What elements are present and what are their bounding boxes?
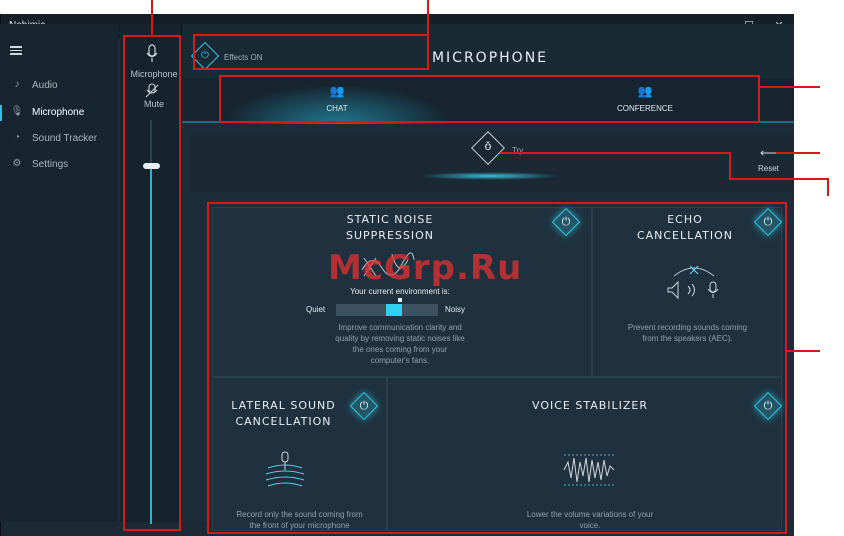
voice-stabilizer-panel <box>387 377 782 531</box>
microphone-device-label: Microphone <box>130 69 178 79</box>
title-line: CANCELLATION <box>235 415 332 428</box>
echo-cancellation-description: Prevent recording sounds coming from the… <box>600 322 775 344</box>
description-line: quality by removing static noises like <box>335 334 465 343</box>
annotation-line-try-end <box>827 178 829 196</box>
hamburger-icon[interactable] <box>10 46 22 55</box>
lateral-sound-title: LATERAL SOUND CANCELLATION <box>226 398 341 430</box>
volume-slider-handle[interactable] <box>143 163 160 169</box>
title-line: SUPPRESSION <box>346 229 434 242</box>
nav-item-settings[interactable]: ⚙ Settings <box>0 153 118 177</box>
try-zone <box>190 134 794 192</box>
nav-item-sound-tracker[interactable]: ◔ Sound Tracker <box>0 127 118 151</box>
power-icon: ⏻ <box>763 216 773 228</box>
tab-label: CHAT <box>326 104 348 113</box>
annotation-line-reset <box>776 152 820 154</box>
description-line: computer's fans. <box>370 356 430 365</box>
microphone-device-icon <box>146 44 158 62</box>
annotation-line-tabs <box>760 86 820 88</box>
description-line: voice. <box>579 521 601 530</box>
lateral-sound-panel <box>212 377 387 531</box>
power-icon: ⏻ <box>763 400 773 412</box>
environment-meter-marker <box>398 298 402 302</box>
description-line: Lower the volume variations of your <box>526 510 654 519</box>
reset-button[interactable]: Reset <box>758 164 779 173</box>
try-glow <box>420 172 560 180</box>
description-line: Improve communication clarity and <box>338 323 462 332</box>
tab-conference[interactable]: 👥 CONFERENCE <box>530 80 760 122</box>
static-noise-description: Improve communication clarity and qualit… <box>290 322 510 366</box>
page-title: MICROPHONE <box>431 50 549 66</box>
environment-prompt: Your current environment is: <box>350 287 450 296</box>
description-line: from the speakers (AEC). <box>642 334 733 343</box>
radar-icon: ◔ <box>13 132 21 143</box>
volume-slider-fill <box>150 168 152 524</box>
nav-item-label: Microphone <box>32 107 85 118</box>
ear-icon: ǒ <box>484 139 492 153</box>
mute-icon[interactable] <box>145 83 159 99</box>
annotation-box-volume <box>123 35 181 531</box>
description-line: Record only the sound coming from <box>236 510 363 519</box>
title-line: ECHO <box>667 213 703 226</box>
annotation-box-tabs <box>219 75 760 123</box>
title-line: STATIC NOISE <box>346 213 434 226</box>
annotation-line-try-down <box>729 152 731 180</box>
description-line: the ones coming from your <box>352 345 448 354</box>
conference-people-icon: 👥 <box>637 84 653 98</box>
tab-label: CONFERENCE <box>616 104 673 113</box>
microphone-icon: 🎙 <box>10 106 24 117</box>
mute-label: Mute <box>143 99 164 109</box>
environment-noisy-label: Noisy <box>445 305 466 314</box>
environment-meter-fill <box>386 304 402 316</box>
noise-wave-icon <box>361 252 415 277</box>
lateral-mic-waves-icon <box>265 451 305 487</box>
chat-people-icon: 👥 <box>329 84 345 98</box>
static-noise-panel <box>212 207 592 377</box>
power-icon: ⏻ <box>201 50 209 61</box>
tab-chat[interactable]: 👥 CHAT <box>222 80 452 122</box>
nav-item-label: Settings <box>32 159 69 170</box>
power-icon: ⏻ <box>359 400 369 412</box>
gear-icon: ⚙ <box>12 158 22 169</box>
annotation-box-effects <box>193 34 429 70</box>
echo-cancellation-title: ECHO CANCELLATION <box>610 212 760 244</box>
title-line: LATERAL SOUND <box>231 399 336 412</box>
voice-waveform-icon <box>563 454 615 486</box>
power-icon: ⏻ <box>561 216 571 228</box>
lateral-sound-description: Record only the sound coming from the fr… <box>212 509 387 531</box>
nav-item-audio[interactable]: ♪ Audio <box>0 74 118 98</box>
voice-stabilizer-description: Lower the volume variations of your voic… <box>480 509 700 531</box>
description-line: the front of your microphone <box>249 521 350 530</box>
annotation-line-volume <box>151 0 153 36</box>
nav-item-label: Audio <box>32 80 58 91</box>
watermark-text: McGrp.Ru <box>328 248 523 288</box>
static-noise-title: STATIC NOISE SUPPRESSION <box>300 212 480 244</box>
nav-item-microphone[interactable]: 🎙 Microphone <box>0 101 118 125</box>
speaker-icon: ♪ <box>14 79 20 90</box>
annotation-line-effects-grid <box>786 350 820 352</box>
annotation-line-try <box>500 152 730 154</box>
annotation-line-try-right <box>729 178 829 180</box>
reset-arrow-icon[interactable]: ⟵ <box>760 146 778 160</box>
description-line: Prevent recording sounds coming <box>627 323 748 332</box>
echo-speaker-mic-icon <box>667 265 719 300</box>
title-line: CANCELLATION <box>636 229 734 242</box>
environment-quiet-label: Quiet <box>306 305 326 314</box>
left-navigation: ♪ Audio 🎙 Microphone ◔ Sound Tracker ⚙ S… <box>0 24 118 522</box>
nav-item-label: Sound Tracker <box>32 133 98 144</box>
try-label: Try <box>512 146 524 155</box>
echo-cancellation-panel <box>592 207 782 377</box>
annotation-line-effects <box>427 0 429 36</box>
voice-stabilizer-title: VOICE STABILIZER <box>531 399 649 412</box>
annotation-box-effects-grid <box>207 202 787 534</box>
active-tab-glow <box>222 84 452 124</box>
effects-status-label: Effects ON <box>224 53 263 62</box>
